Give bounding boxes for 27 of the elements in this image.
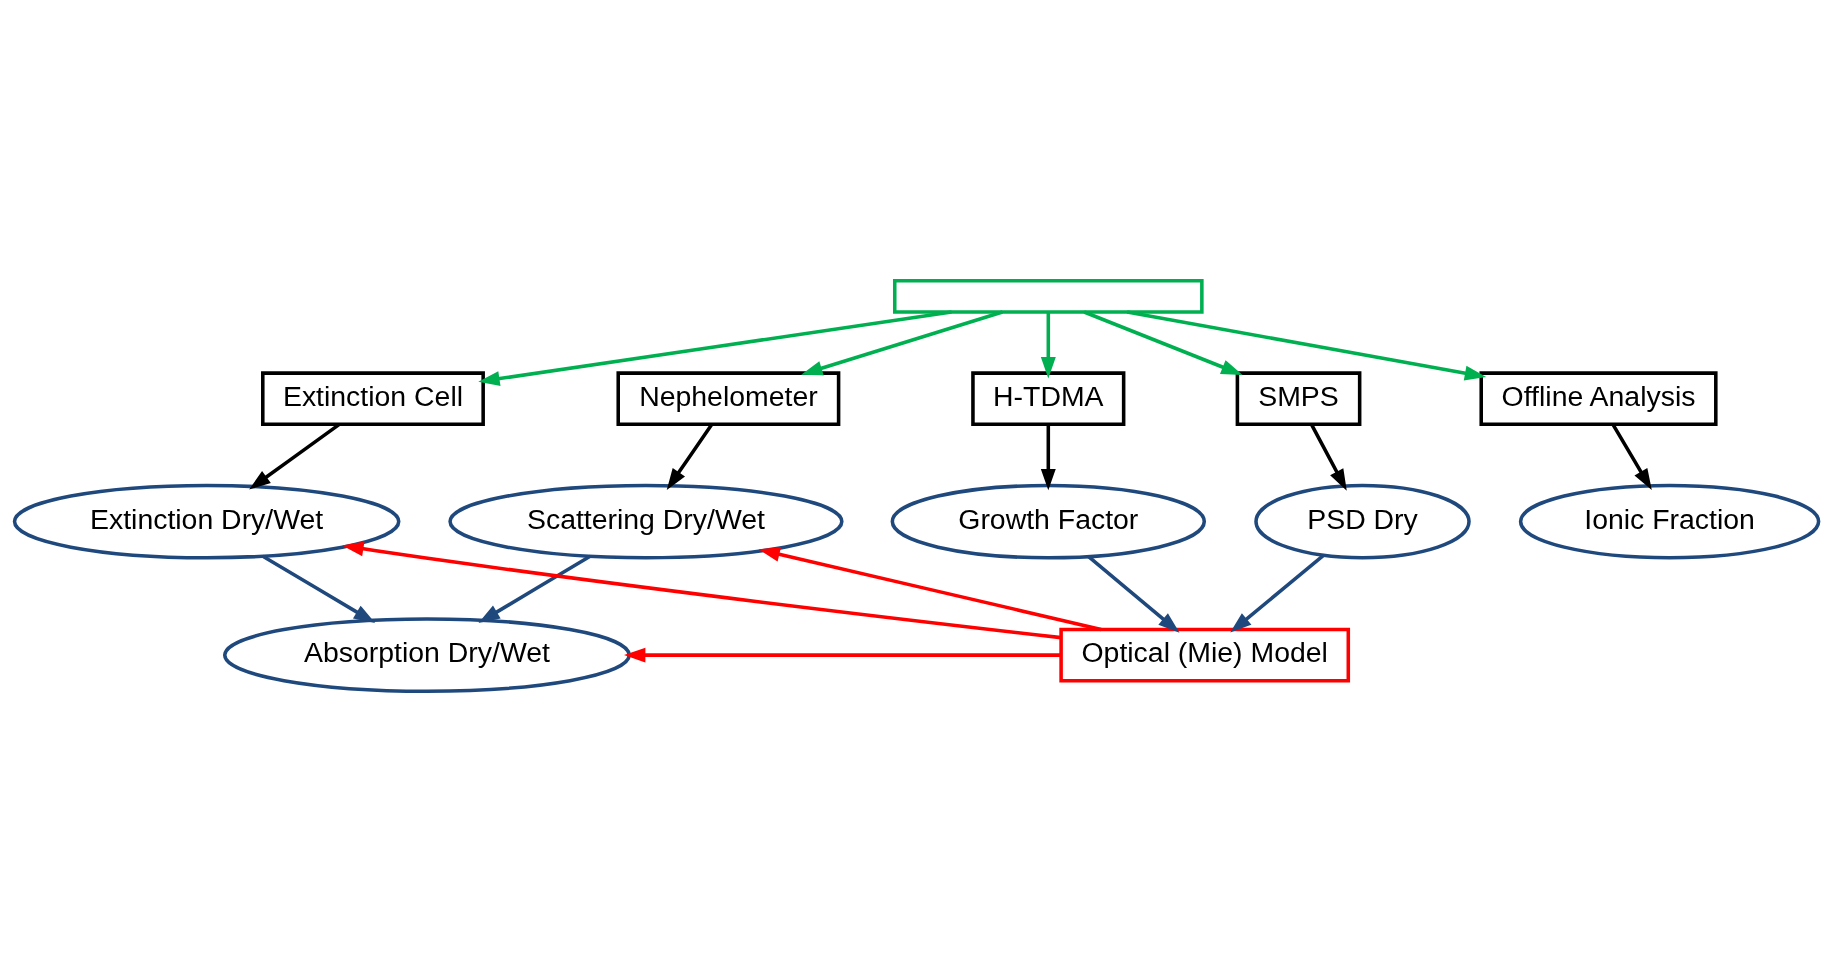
arrow [1309,423,1347,491]
arrow [1126,310,1487,381]
arrow [478,310,952,387]
arrow [1087,555,1180,633]
node-ellipse: Ionic Fraction [1518,483,1821,560]
arrow [1083,310,1243,376]
arrow [624,647,1061,663]
node-box: SMPS [1235,371,1362,427]
arrow [1230,553,1325,633]
node-ellipse: Growth Factor [890,483,1207,560]
node-box: Extinction Cell [261,371,485,427]
arrow [1611,423,1652,491]
arrow [758,546,1102,632]
node-box: Optical (Mie) Model [1059,627,1351,683]
arrow [1040,424,1056,491]
node-ellipse: PSD Dry [1254,483,1471,560]
arrow [666,423,714,490]
arrow [801,310,1003,376]
arrow [1040,312,1056,379]
node-box: H-TDMA [971,371,1126,427]
node-box: Offline Analysis [1479,371,1718,427]
arrow [478,554,592,623]
node-box: Nephelometer [616,371,841,427]
arrow [261,554,376,623]
arrow [342,541,1062,640]
node-box [892,278,1204,314]
node-ellipse: Absorption Dry/Wet [222,617,632,693]
